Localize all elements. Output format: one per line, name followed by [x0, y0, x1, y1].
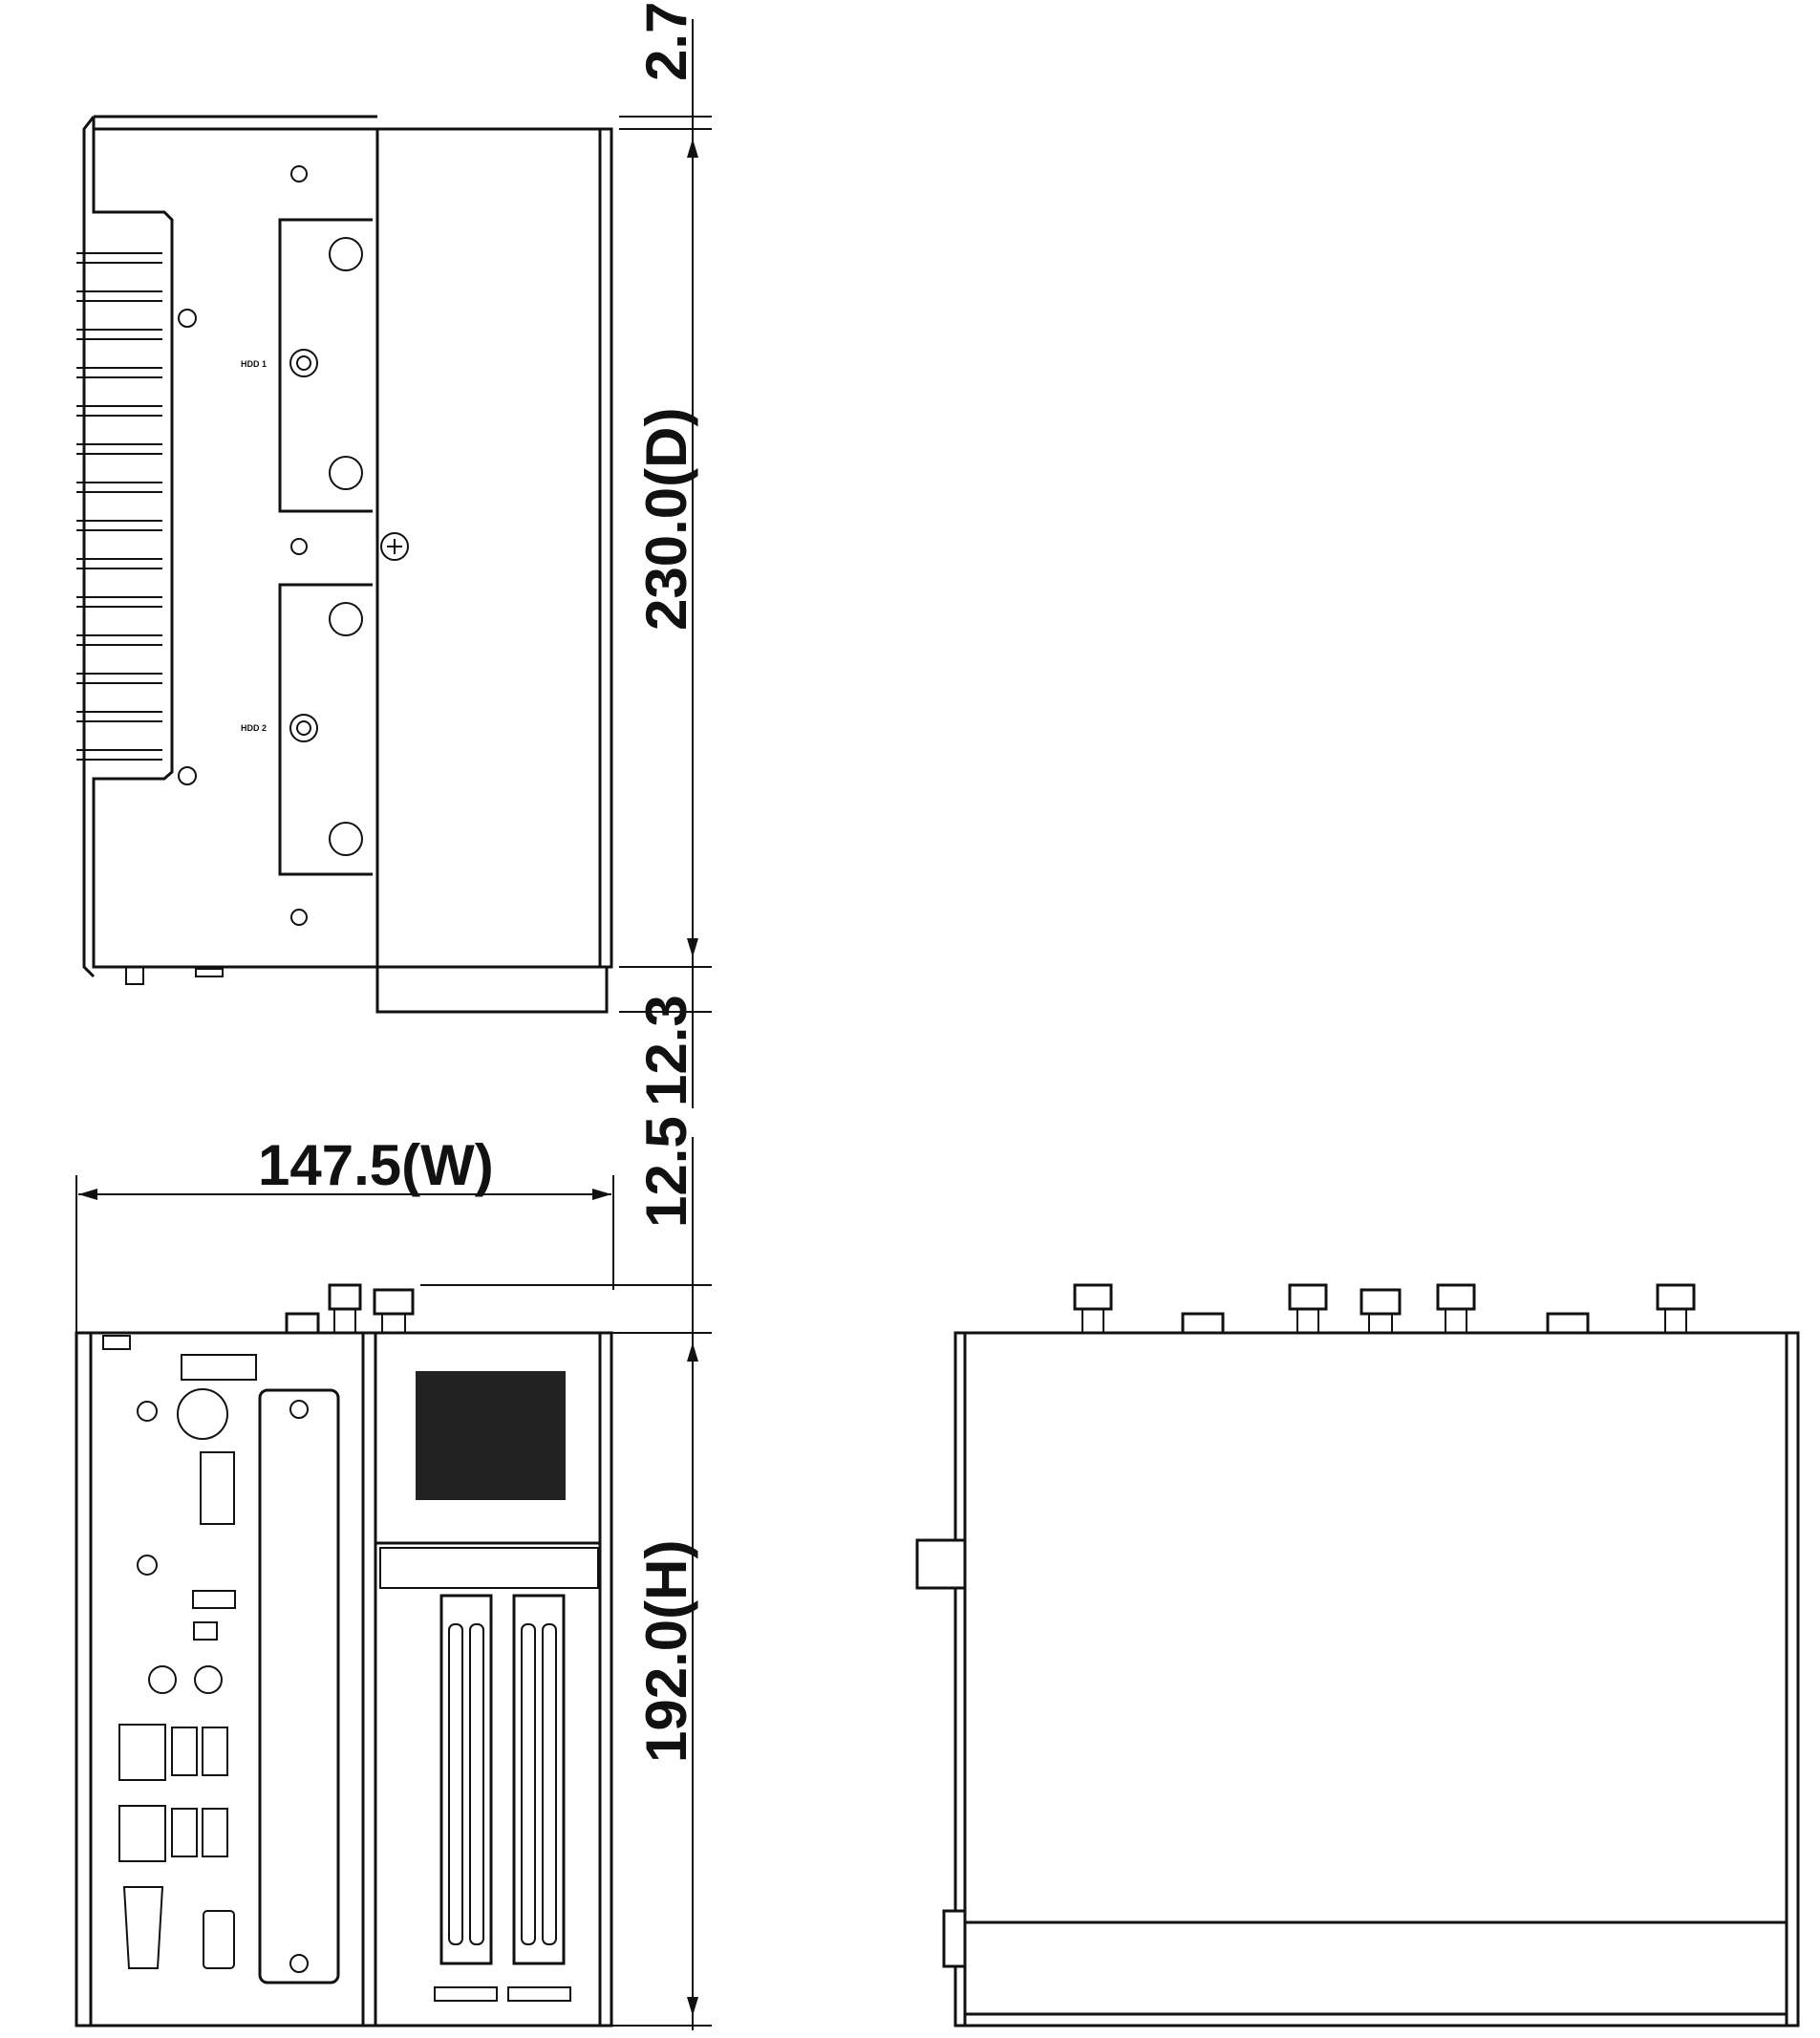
hdd-bay-2: [278, 583, 373, 876]
side-view: [915, 1283, 1800, 2027]
dim-depth: 230.0(D): [634, 408, 698, 631]
heatsink-fins: [76, 252, 162, 761]
front-view: 147.5(W): [75, 1133, 614, 2027]
dim-width: 147.5(W): [258, 1133, 494, 1197]
hdd2-label: HDD 2: [241, 723, 267, 733]
top-view-dimensions: 2.7 230.0(D) 12.3: [619, 2, 712, 1108]
dim-height: 192.0(H): [634, 1540, 698, 1763]
hdd-bay-1: [278, 218, 373, 513]
screws: [178, 165, 409, 926]
front-view-dimensions: 12.5 192.0(H): [420, 1116, 712, 2030]
dim-top-offset: 2.7: [634, 2, 698, 81]
top-view: HDD 1 HDD 2: [76, 115, 613, 1014]
dim-connector-height: 12.5: [634, 1116, 698, 1228]
pcie-slots: [434, 1594, 571, 2002]
dim-bottom-offset: 12.3: [634, 995, 698, 1106]
hdd1-label: HDD 1: [241, 359, 267, 369]
